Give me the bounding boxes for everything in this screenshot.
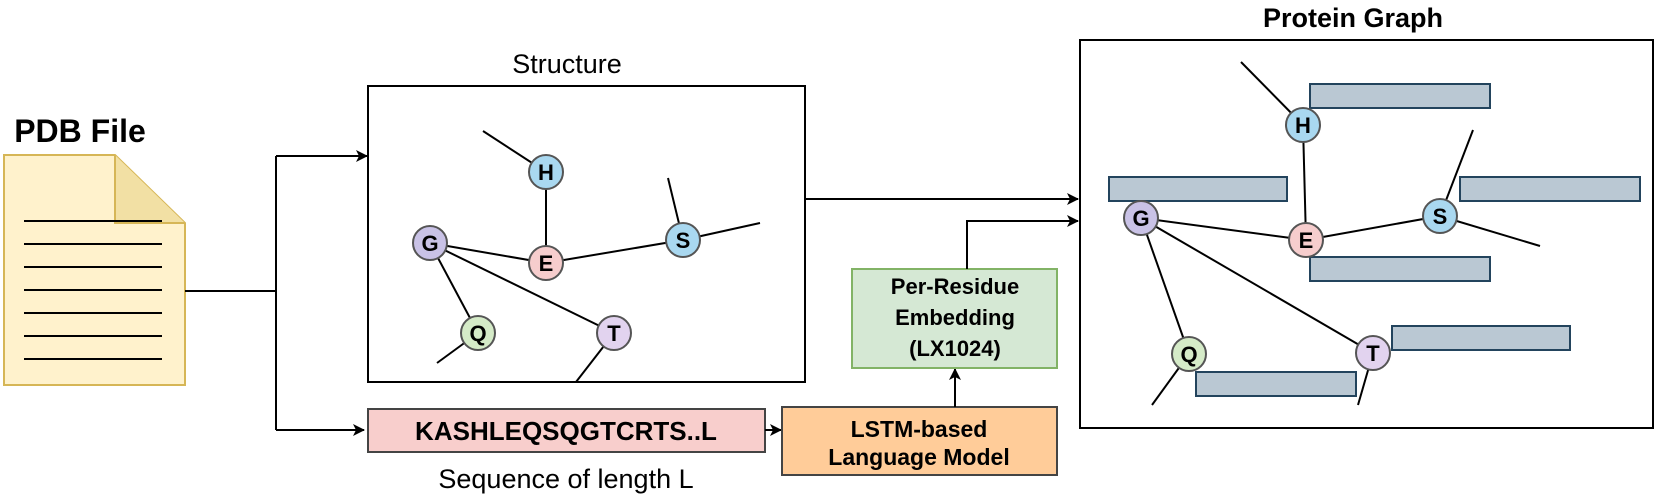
node-circle	[528, 154, 564, 190]
svg-text:S: S	[676, 228, 691, 253]
lstm-box	[781, 406, 1058, 476]
graph-node-e: E	[1288, 222, 1324, 258]
node-circle	[665, 222, 701, 258]
feature-bar-h	[1309, 83, 1491, 109]
svg-text:H: H	[538, 160, 554, 185]
structure-title: Structure	[512, 49, 622, 79]
structure-node-g: G	[412, 225, 448, 261]
pdb-file-title: PDB File	[14, 113, 146, 149]
graph-node-q: Q	[1171, 336, 1207, 372]
node-circle	[596, 315, 632, 351]
embedding-label-line2: Embedding	[895, 305, 1015, 330]
svg-text:E: E	[1299, 228, 1314, 253]
node-circle	[460, 315, 496, 351]
protein-graph-network: H G E S Q T	[1123, 61, 1541, 406]
pdb-connectors	[185, 150, 368, 436]
svg-text:E: E	[539, 251, 554, 276]
svg-text:T: T	[607, 321, 621, 346]
graph-node-s: S	[1422, 198, 1458, 234]
svg-text:G: G	[1132, 206, 1149, 231]
node-circle	[412, 225, 448, 261]
embedding-to-graph-arrow	[966, 215, 1079, 269]
graph-node-t: T	[1355, 335, 1391, 371]
feature-bars	[1108, 83, 1641, 397]
structure-node-q: Q	[460, 315, 496, 351]
feature-bar-e	[1309, 256, 1491, 282]
sequence-box	[367, 408, 766, 453]
structure-node-e: E	[528, 245, 564, 281]
node-circle	[1123, 200, 1159, 236]
node-circle	[1422, 198, 1458, 234]
node-circle	[1285, 107, 1321, 143]
svg-text:Q: Q	[1180, 342, 1197, 367]
lstm-label-line1: LSTM-based	[851, 416, 988, 442]
structure-graph: H G E S Q T	[412, 130, 761, 383]
feature-bar-g	[1108, 176, 1288, 202]
feature-bar-s	[1459, 176, 1641, 202]
feature-bar-q	[1195, 371, 1357, 397]
graph-node-g: G	[1123, 200, 1159, 236]
pdb-document-icon	[3, 154, 186, 386]
svg-text:G: G	[421, 231, 438, 256]
embedding-box	[851, 268, 1058, 369]
svg-text:T: T	[1366, 341, 1380, 366]
sequence-caption: Sequence of length L	[438, 464, 693, 494]
structure-node-t: T	[596, 315, 632, 351]
node-circle	[528, 245, 564, 281]
svg-text:H: H	[1295, 113, 1311, 138]
lstm-label-line2: Language Model	[828, 444, 1009, 470]
svg-text:Q: Q	[469, 321, 486, 346]
structure-node-s: S	[665, 222, 701, 258]
sequence-text: KASHLEQSQGTCRTS..L	[415, 416, 717, 446]
protein-graph-title: Protein Graph	[1263, 3, 1443, 33]
graph-node-h: H	[1285, 107, 1321, 143]
embedding-label-line1: Per-Residue	[891, 274, 1019, 299]
node-circle	[1355, 335, 1391, 371]
node-circle	[1171, 336, 1207, 372]
feature-bar-t	[1391, 325, 1571, 351]
node-circle	[1288, 222, 1324, 258]
embedding-label-line3: (LX1024)	[909, 336, 1001, 361]
structure-node-h: H	[528, 154, 564, 190]
svg-text:S: S	[1433, 204, 1448, 229]
